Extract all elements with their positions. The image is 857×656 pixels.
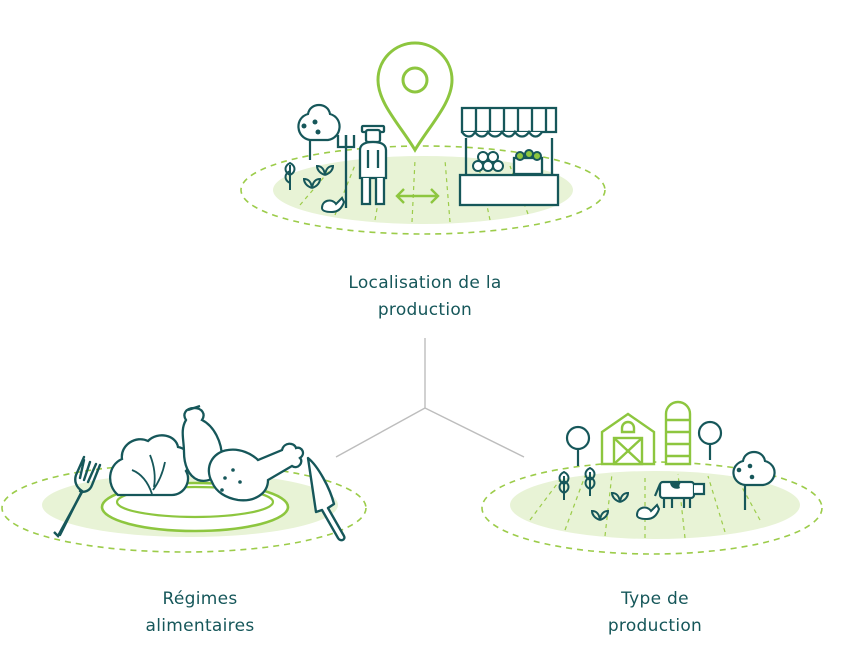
label-top-line1: Localisation de la — [348, 273, 502, 293]
connector-to-right — [424, 407, 525, 458]
label-right-line1: Type de — [621, 589, 689, 609]
label-top-line2: production — [377, 300, 473, 320]
label-left-line1: Régimes — [162, 589, 238, 609]
label-type-de-production: Type de production — [545, 586, 765, 640]
top-field — [273, 156, 573, 224]
right-field — [510, 471, 800, 539]
label-right-line2: production — [607, 616, 703, 636]
location-pin — [376, 41, 454, 153]
label-regimes-alimentaires: Régimes alimentaires — [90, 586, 310, 640]
food-plate-icon — [1, 404, 367, 553]
label-left-line2: alimentaires — [145, 616, 255, 636]
farm-landscape-icon — [481, 400, 823, 555]
local-farm-market-icon — [240, 41, 606, 235]
connector-lines — [335, 338, 525, 458]
top-dashed-ring — [240, 145, 606, 235]
label-localisation-production: Localisation de la production — [300, 270, 550, 324]
connector-to-left — [335, 407, 426, 458]
